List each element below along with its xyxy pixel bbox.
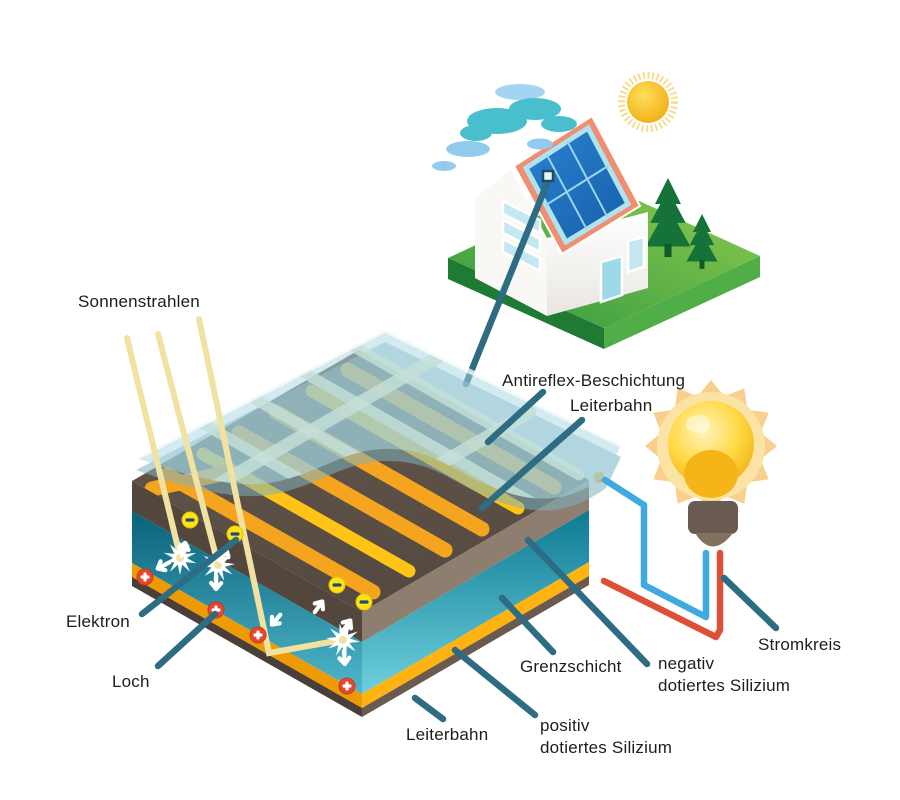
particles (136, 511, 373, 695)
labels: Sonnenstrahlen Antireflex-Beschichtung L… (66, 292, 841, 757)
pointer-line-negativ (524, 536, 651, 668)
sun-icon (618, 72, 678, 132)
pointer-line-grenzschicht (498, 594, 557, 656)
label-leiterbahn-bottom: Leiterbahn (406, 725, 488, 744)
bulb-socket (688, 501, 738, 534)
hole-icon (249, 626, 267, 644)
label-stromkreis: Stromkreis (758, 635, 841, 654)
pointer-line-antireflex (484, 388, 547, 446)
bulb-highlight (686, 415, 710, 433)
sun-ray (196, 316, 339, 657)
electron-icon (181, 511, 199, 529)
sun-ray (155, 331, 220, 563)
layer-base-right (362, 576, 589, 717)
label-elektron: Elektron (66, 612, 130, 631)
pointer-line-leiterbahn-bottom (411, 694, 447, 723)
house-scene (432, 72, 760, 388)
pointer-line-loch (154, 610, 219, 670)
electron-icon (328, 576, 346, 594)
sun-ray (124, 335, 182, 555)
label-leiterbahn-top: Leiterbahn (570, 396, 652, 415)
cell-right-face (362, 480, 589, 717)
label-sonnenstrahlen: Sonnenstrahlen (78, 292, 200, 311)
pointer-line-stromkreis (720, 574, 780, 632)
circuit-wires (600, 476, 724, 641)
bulb-socket-tip (695, 533, 733, 547)
bulb-glass-neck (684, 450, 738, 498)
light-bulb-icon (645, 380, 777, 547)
glass-surface (136, 330, 621, 499)
wire-red (600, 549, 724, 641)
pointer-line-elektron (138, 536, 240, 618)
layer-p-silicon-right (362, 510, 589, 694)
house-icon (463, 114, 648, 316)
pointer-line-leiterbahn-top (478, 416, 586, 512)
layer-conductor-left (132, 563, 362, 708)
sun-rays (124, 316, 339, 657)
label-antireflex-beschichtung: Antireflex-Beschichtung (502, 371, 685, 390)
label-loch: Loch (112, 672, 150, 691)
pointer-line-positiv (451, 646, 539, 719)
label-negativ: negativ (658, 654, 715, 673)
hole-icon (338, 677, 356, 695)
cloud-icon (432, 84, 577, 171)
label-grenzschicht: Grenzschicht (520, 657, 622, 676)
label-positiv: positiv (540, 716, 590, 735)
door (599, 254, 624, 304)
solar-panel-icon (522, 124, 632, 246)
label-positiv-silizium: dotiertes Silizium (540, 738, 672, 757)
pointer-line-panel-to-cell (462, 177, 552, 388)
layer-base-left (132, 577, 362, 717)
window (626, 235, 646, 274)
hole-icon (136, 568, 154, 586)
layer-n-silicon-right (362, 480, 589, 642)
wire-blue (601, 476, 710, 621)
electron-icon (355, 593, 373, 611)
panel-marker-square (541, 169, 555, 183)
label-negativ-silizium: dotiertes Silizium (658, 676, 790, 695)
pointer-lines (138, 388, 780, 723)
layer-conductor-right (362, 562, 589, 708)
